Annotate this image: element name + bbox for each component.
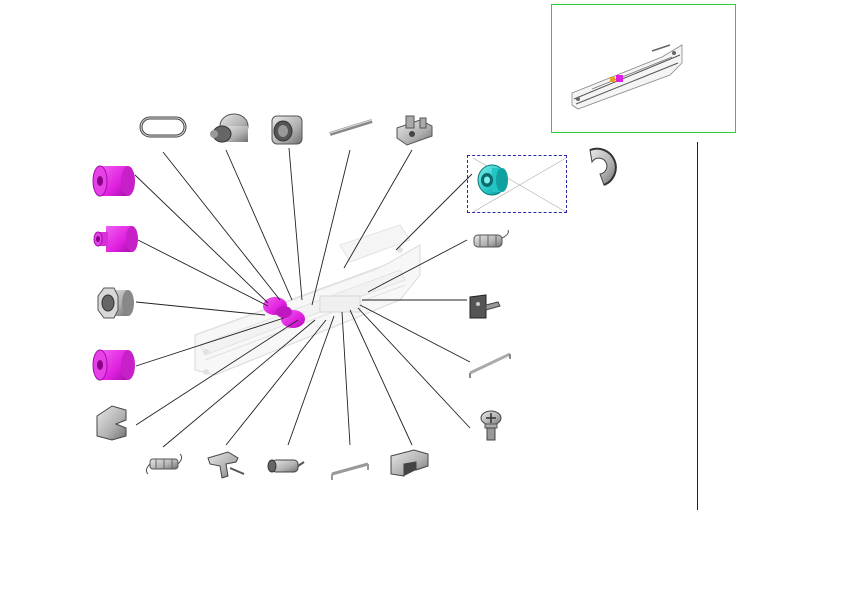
main-assembly (194, 224, 421, 376)
leader-gear-hub (135, 301, 266, 316)
part-gear-hub[interactable] (97, 287, 134, 319)
leader-roller-small (287, 315, 335, 446)
part-belt[interactable] (139, 116, 187, 138)
part-bracket-side[interactable] (469, 294, 501, 319)
leader-roller-upper (134, 174, 269, 304)
leader-pulley (225, 149, 293, 301)
leader-roller-middle (137, 239, 269, 307)
overview-assembly-drawing (571, 44, 683, 110)
part-clip[interactable] (96, 405, 127, 441)
part-gear-selected[interactable] (472, 157, 567, 213)
part-guide-rod[interactable] (331, 462, 369, 480)
part-spring-right[interactable] (473, 229, 509, 248)
part-roller-middle[interactable] (93, 226, 138, 252)
leader-guide-rod (341, 311, 351, 446)
leader-spring-right (367, 239, 468, 293)
part-lever[interactable] (207, 451, 245, 479)
part-shaft[interactable] (329, 119, 373, 136)
leader-bushing (288, 147, 303, 301)
part-roller-lower[interactable] (92, 349, 135, 381)
leader-clip (135, 319, 299, 426)
part-screw[interactable] (480, 410, 502, 441)
leader-shaft (311, 149, 351, 306)
leader-stopper (349, 309, 413, 446)
part-bushing[interactable] (271, 115, 303, 145)
leader-screw (357, 307, 471, 429)
panel-divider (697, 142, 698, 510)
part-pulley[interactable] (210, 113, 249, 143)
leader-bracket-top (343, 149, 413, 269)
part-stopper[interactable] (390, 449, 429, 477)
leader-spring-bottom (162, 319, 316, 448)
part-rail[interactable] (469, 352, 511, 378)
part-roller-small[interactable] (267, 459, 305, 473)
leader-lines (134, 147, 473, 448)
leader-belt (162, 151, 281, 301)
leader-lever (225, 319, 327, 446)
leader-gear-selected (395, 173, 473, 251)
selection-frame (467, 155, 567, 213)
assembly-highlight-rollers (263, 297, 305, 328)
part-e-ring[interactable] (589, 147, 617, 186)
part-roller-upper[interactable] (92, 165, 135, 197)
part-bracket-top[interactable] (396, 115, 433, 146)
leader-roller-lower (135, 317, 285, 367)
overview-thumbnail[interactable] (551, 4, 736, 133)
leader-rail (359, 304, 471, 363)
part-spring-bottom[interactable] (145, 453, 183, 475)
